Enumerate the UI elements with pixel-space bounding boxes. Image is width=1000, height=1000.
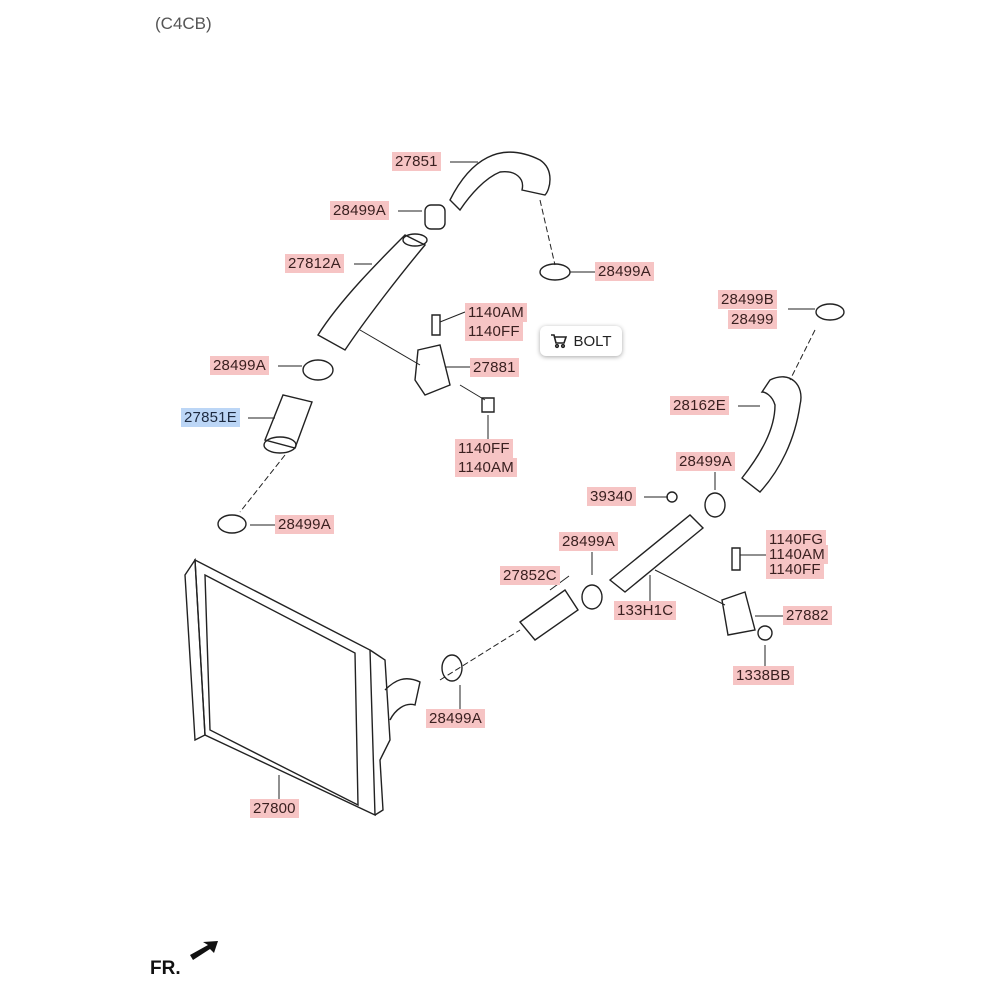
part-label[interactable]: 1140FF xyxy=(465,322,523,341)
nut xyxy=(757,625,773,641)
bolt-tooltip[interactable]: BOLT xyxy=(540,326,622,356)
hose-27852c xyxy=(518,589,579,641)
part-label[interactable]: 28499A xyxy=(559,532,618,551)
part-label[interactable]: 28499A xyxy=(595,262,654,281)
clamp xyxy=(217,514,247,534)
part-label[interactable]: 27882 xyxy=(783,606,832,625)
clamp xyxy=(704,492,726,518)
hose-27851e xyxy=(264,394,313,449)
tooltip-label: BOLT xyxy=(573,332,612,350)
part-label-selected[interactable]: 27851E xyxy=(181,408,240,427)
clamp xyxy=(539,263,571,281)
part-label[interactable]: 27800 xyxy=(250,799,299,818)
front-direction-label: FR. xyxy=(150,958,181,979)
clamp xyxy=(424,204,446,230)
part-label[interactable]: 27881 xyxy=(470,358,519,377)
intercooler-27800 xyxy=(184,557,421,817)
part-label[interactable]: 27851 xyxy=(392,152,441,171)
part-label[interactable]: 28499A xyxy=(275,515,334,534)
clamp xyxy=(815,303,845,321)
part-label[interactable]: 133H1C xyxy=(614,601,677,620)
part-label[interactable]: 1140AM xyxy=(465,303,527,322)
leader-lines xyxy=(239,161,816,799)
part-label[interactable]: 28499A xyxy=(330,201,389,220)
part-label[interactable]: 28499 xyxy=(728,310,777,329)
clamp xyxy=(441,654,463,682)
part-label[interactable]: 1140FG xyxy=(766,530,827,549)
part-label[interactable]: 1140FF xyxy=(766,560,824,579)
cart-icon xyxy=(551,334,568,349)
part-label[interactable]: 28499A xyxy=(210,356,269,375)
hose-28162e xyxy=(741,376,802,493)
part-label[interactable]: 39340 xyxy=(587,487,636,506)
part-label[interactable]: 1338BB xyxy=(733,666,794,685)
bolt xyxy=(431,314,441,336)
part-label[interactable]: 28499B xyxy=(718,290,777,309)
part-label[interactable]: 1140FF xyxy=(455,439,513,458)
clamp xyxy=(581,584,603,610)
bolt xyxy=(731,547,741,571)
part-label[interactable]: 28499A xyxy=(426,709,485,728)
pipe-133h1c xyxy=(608,514,705,593)
bolt xyxy=(481,397,495,413)
bracket-27881 xyxy=(414,344,451,396)
part-label[interactable]: 28499A xyxy=(676,452,735,471)
part-label[interactable]: 27852C xyxy=(500,566,560,585)
clamp xyxy=(302,359,334,381)
bracket-27882 xyxy=(721,591,756,636)
front-arrow-icon xyxy=(190,941,218,960)
nut xyxy=(666,491,678,503)
part-label[interactable]: 1140AM xyxy=(766,545,828,564)
pipe-27812a xyxy=(317,234,427,351)
part-label[interactable]: 1140AM xyxy=(455,458,517,477)
part-label[interactable]: 28162E xyxy=(670,396,729,415)
engine-code: (C4CB) xyxy=(155,14,212,33)
part-label[interactable]: 27812A xyxy=(285,254,344,273)
hose-27851 xyxy=(449,151,551,212)
